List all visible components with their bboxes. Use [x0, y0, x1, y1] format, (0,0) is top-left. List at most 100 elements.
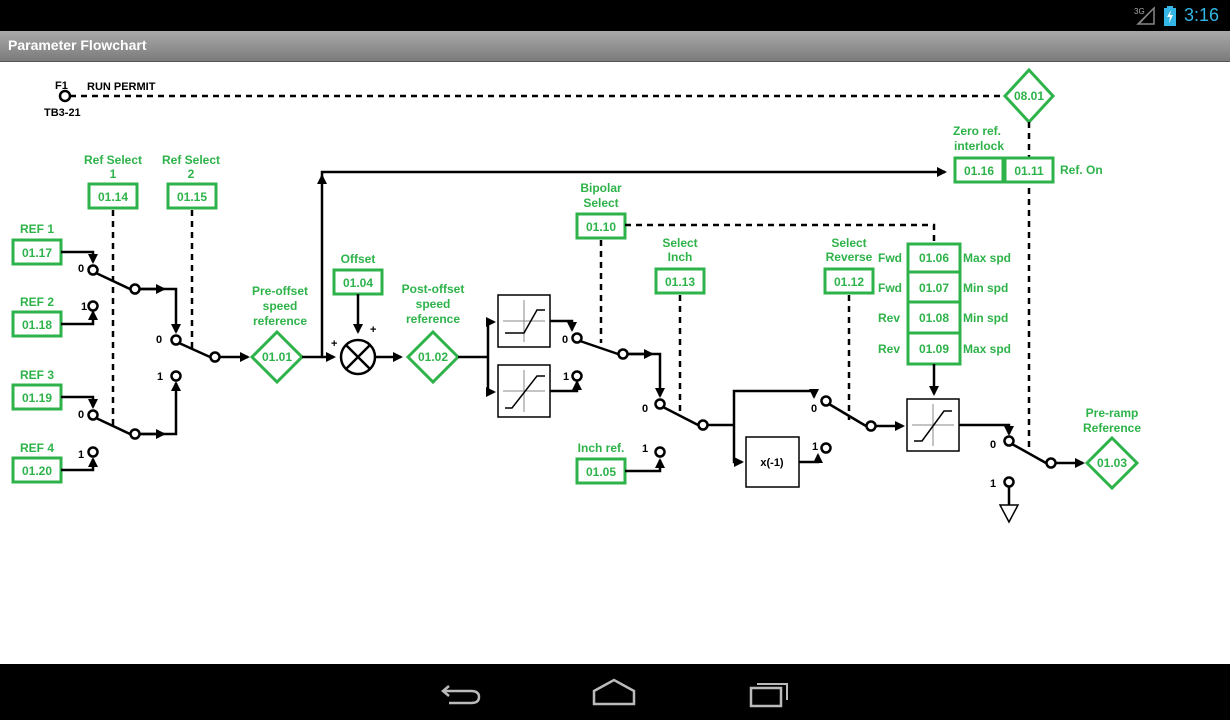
- param-01-13[interactable]: 01.13: [654, 267, 706, 295]
- switch-c-1-label: 1: [157, 371, 163, 383]
- param-01-11[interactable]: 01.11: [1003, 156, 1055, 184]
- min-spd-label-2: Min spd: [963, 311, 1008, 325]
- rev-label-1: Rev: [878, 311, 900, 325]
- parameter-flowchart: F1 RUN PERMIT TB3-21 08.01 Zero ref. int…: [0, 62, 1230, 664]
- param-01-16[interactable]: 01.16: [953, 156, 1005, 184]
- summing-junction: + +: [331, 324, 376, 376]
- pre-ramp-label-1: Pre-ramp: [1086, 406, 1139, 420]
- reverse-switch: 0 1: [811, 395, 905, 454]
- ref-3-4-switch: 0 1: [61, 381, 181, 472]
- bipolar-switch: 0 1: [562, 332, 665, 398]
- ground-icon: [998, 504, 1020, 524]
- param-01-04[interactable]: 01.04: [332, 268, 384, 296]
- clamp-out-link: [959, 423, 1014, 436]
- switch-d-0-label: 0: [562, 334, 568, 346]
- param-01-12[interactable]: 01.12: [823, 267, 875, 295]
- inch-switch: 0 1: [642, 398, 734, 458]
- param-01-20-label: 01.20: [22, 464, 52, 478]
- param-01-14-label: 01.14: [98, 190, 128, 204]
- param-01-12-label: 01.12: [834, 275, 864, 289]
- param-01-10[interactable]: 01.10: [575, 212, 627, 240]
- back-icon: [441, 685, 481, 705]
- switch-b-0-label: 0: [78, 409, 84, 421]
- param-01-19[interactable]: 01.19: [11, 383, 63, 411]
- post-offset-label-2: speed: [416, 297, 451, 311]
- max-spd-label-1: Max spd: [963, 251, 1011, 265]
- param-01-02[interactable]: 01.02: [405, 329, 461, 385]
- param-01-09[interactable]: 01.09: [919, 342, 949, 356]
- zero-ref-label-1: Zero ref.: [953, 124, 1001, 138]
- param-01-17-label: 01.17: [22, 246, 52, 260]
- back-button[interactable]: [431, 674, 491, 710]
- ref-on-label: Ref. On: [1060, 163, 1103, 177]
- plus-top-label: +: [370, 324, 376, 336]
- signal-3g-icon: 3G: [1134, 6, 1155, 25]
- home-button[interactable]: [584, 674, 644, 710]
- param-01-05[interactable]: 01.05: [575, 457, 627, 485]
- page-title: Parameter Flowchart: [8, 37, 147, 53]
- rev-label-2: Rev: [878, 342, 900, 356]
- bipolar-limit-block: [497, 364, 551, 418]
- param-01-17[interactable]: 01.17: [11, 238, 63, 266]
- param-01-15-label: 01.15: [177, 190, 207, 204]
- param-01-04-label: 01.04: [343, 276, 373, 290]
- switch-b-1-label: 1: [78, 449, 84, 461]
- ref-3-label: REF 3: [20, 368, 54, 382]
- param-01-11-label: 01.11: [1014, 164, 1044, 178]
- ref-select-1-label-1: Ref Select: [84, 153, 142, 167]
- max-spd-label-2: Max spd: [963, 342, 1011, 356]
- switch-e-1-label: 1: [642, 443, 648, 455]
- param-01-18[interactable]: 01.18: [11, 310, 63, 338]
- param-01-18-label: 01.18: [22, 318, 52, 332]
- ref-select-1-label-2: 1: [110, 167, 117, 181]
- bipolar-label-2: Select: [583, 196, 618, 210]
- param-01-10-label: 01.10: [586, 220, 616, 234]
- param-01-20[interactable]: 01.20: [11, 456, 63, 484]
- status-bar: 3G 3:16: [0, 0, 1230, 31]
- param-01-08[interactable]: 01.08: [919, 311, 949, 325]
- recent-apps-button[interactable]: [739, 674, 799, 710]
- battery-charging-icon: [1164, 6, 1176, 26]
- post-offset-label-3: reference: [406, 312, 460, 326]
- post-offset-label-1: Post-offset: [402, 282, 465, 296]
- switch-d-1-label: 1: [563, 371, 569, 383]
- pre-offset-label-2: speed: [263, 299, 298, 313]
- pre-ramp-label-2: Reference: [1083, 421, 1141, 435]
- select-inch-label-2: Inch: [668, 250, 693, 264]
- recent-apps-icon: [749, 683, 788, 708]
- unipolar-limit-block: [497, 294, 551, 348]
- select-inch-label-1: Select: [662, 236, 697, 250]
- param-01-13-label: 01.13: [665, 275, 695, 289]
- switch-f-0-label: 0: [811, 403, 817, 415]
- run-permit-switch: 0 1: [990, 435, 1085, 524]
- network-type-label: 3G: [1134, 7, 1145, 16]
- param-01-03-label: 01.03: [1097, 456, 1127, 470]
- param-01-01[interactable]: 01.01: [249, 329, 305, 385]
- param-01-06[interactable]: 01.06: [919, 251, 949, 265]
- param-01-03[interactable]: 01.03: [1084, 435, 1140, 491]
- home-icon: [592, 678, 636, 706]
- switch-g-1-label: 1: [990, 478, 996, 490]
- run-permit-label: RUN PERMIT: [87, 81, 156, 93]
- ref-select-2-switch: 0 1: [156, 334, 250, 383]
- param-08-01-label: 08.01: [1014, 89, 1044, 103]
- speed-clamp-block: [906, 398, 960, 452]
- fwd-label-1: Fwd: [878, 251, 902, 265]
- param-01-07[interactable]: 01.07: [919, 281, 949, 295]
- switch-a-1-label: 1: [81, 301, 87, 313]
- negate-out-link: [799, 453, 823, 464]
- param-08-01[interactable]: 08.01: [1002, 67, 1056, 125]
- param-01-02-label: 01.02: [418, 350, 448, 364]
- ref-4-label: REF 4: [20, 441, 54, 455]
- param-01-15[interactable]: 01.15: [166, 182, 218, 210]
- clock: 3:16: [1184, 5, 1220, 25]
- param-01-01-label: 01.01: [262, 350, 292, 364]
- navigation-bar: [0, 664, 1230, 720]
- unipolar-out-link: [550, 319, 577, 332]
- bipolar-to-limits-link: [625, 223, 936, 244]
- fwd-label-2: Fwd: [878, 281, 902, 295]
- action-bar: Parameter Flowchart: [0, 31, 1230, 62]
- min-spd-label-1: Min spd: [963, 281, 1008, 295]
- param-01-14[interactable]: 01.14: [87, 182, 139, 210]
- plus-left-label: +: [331, 338, 337, 350]
